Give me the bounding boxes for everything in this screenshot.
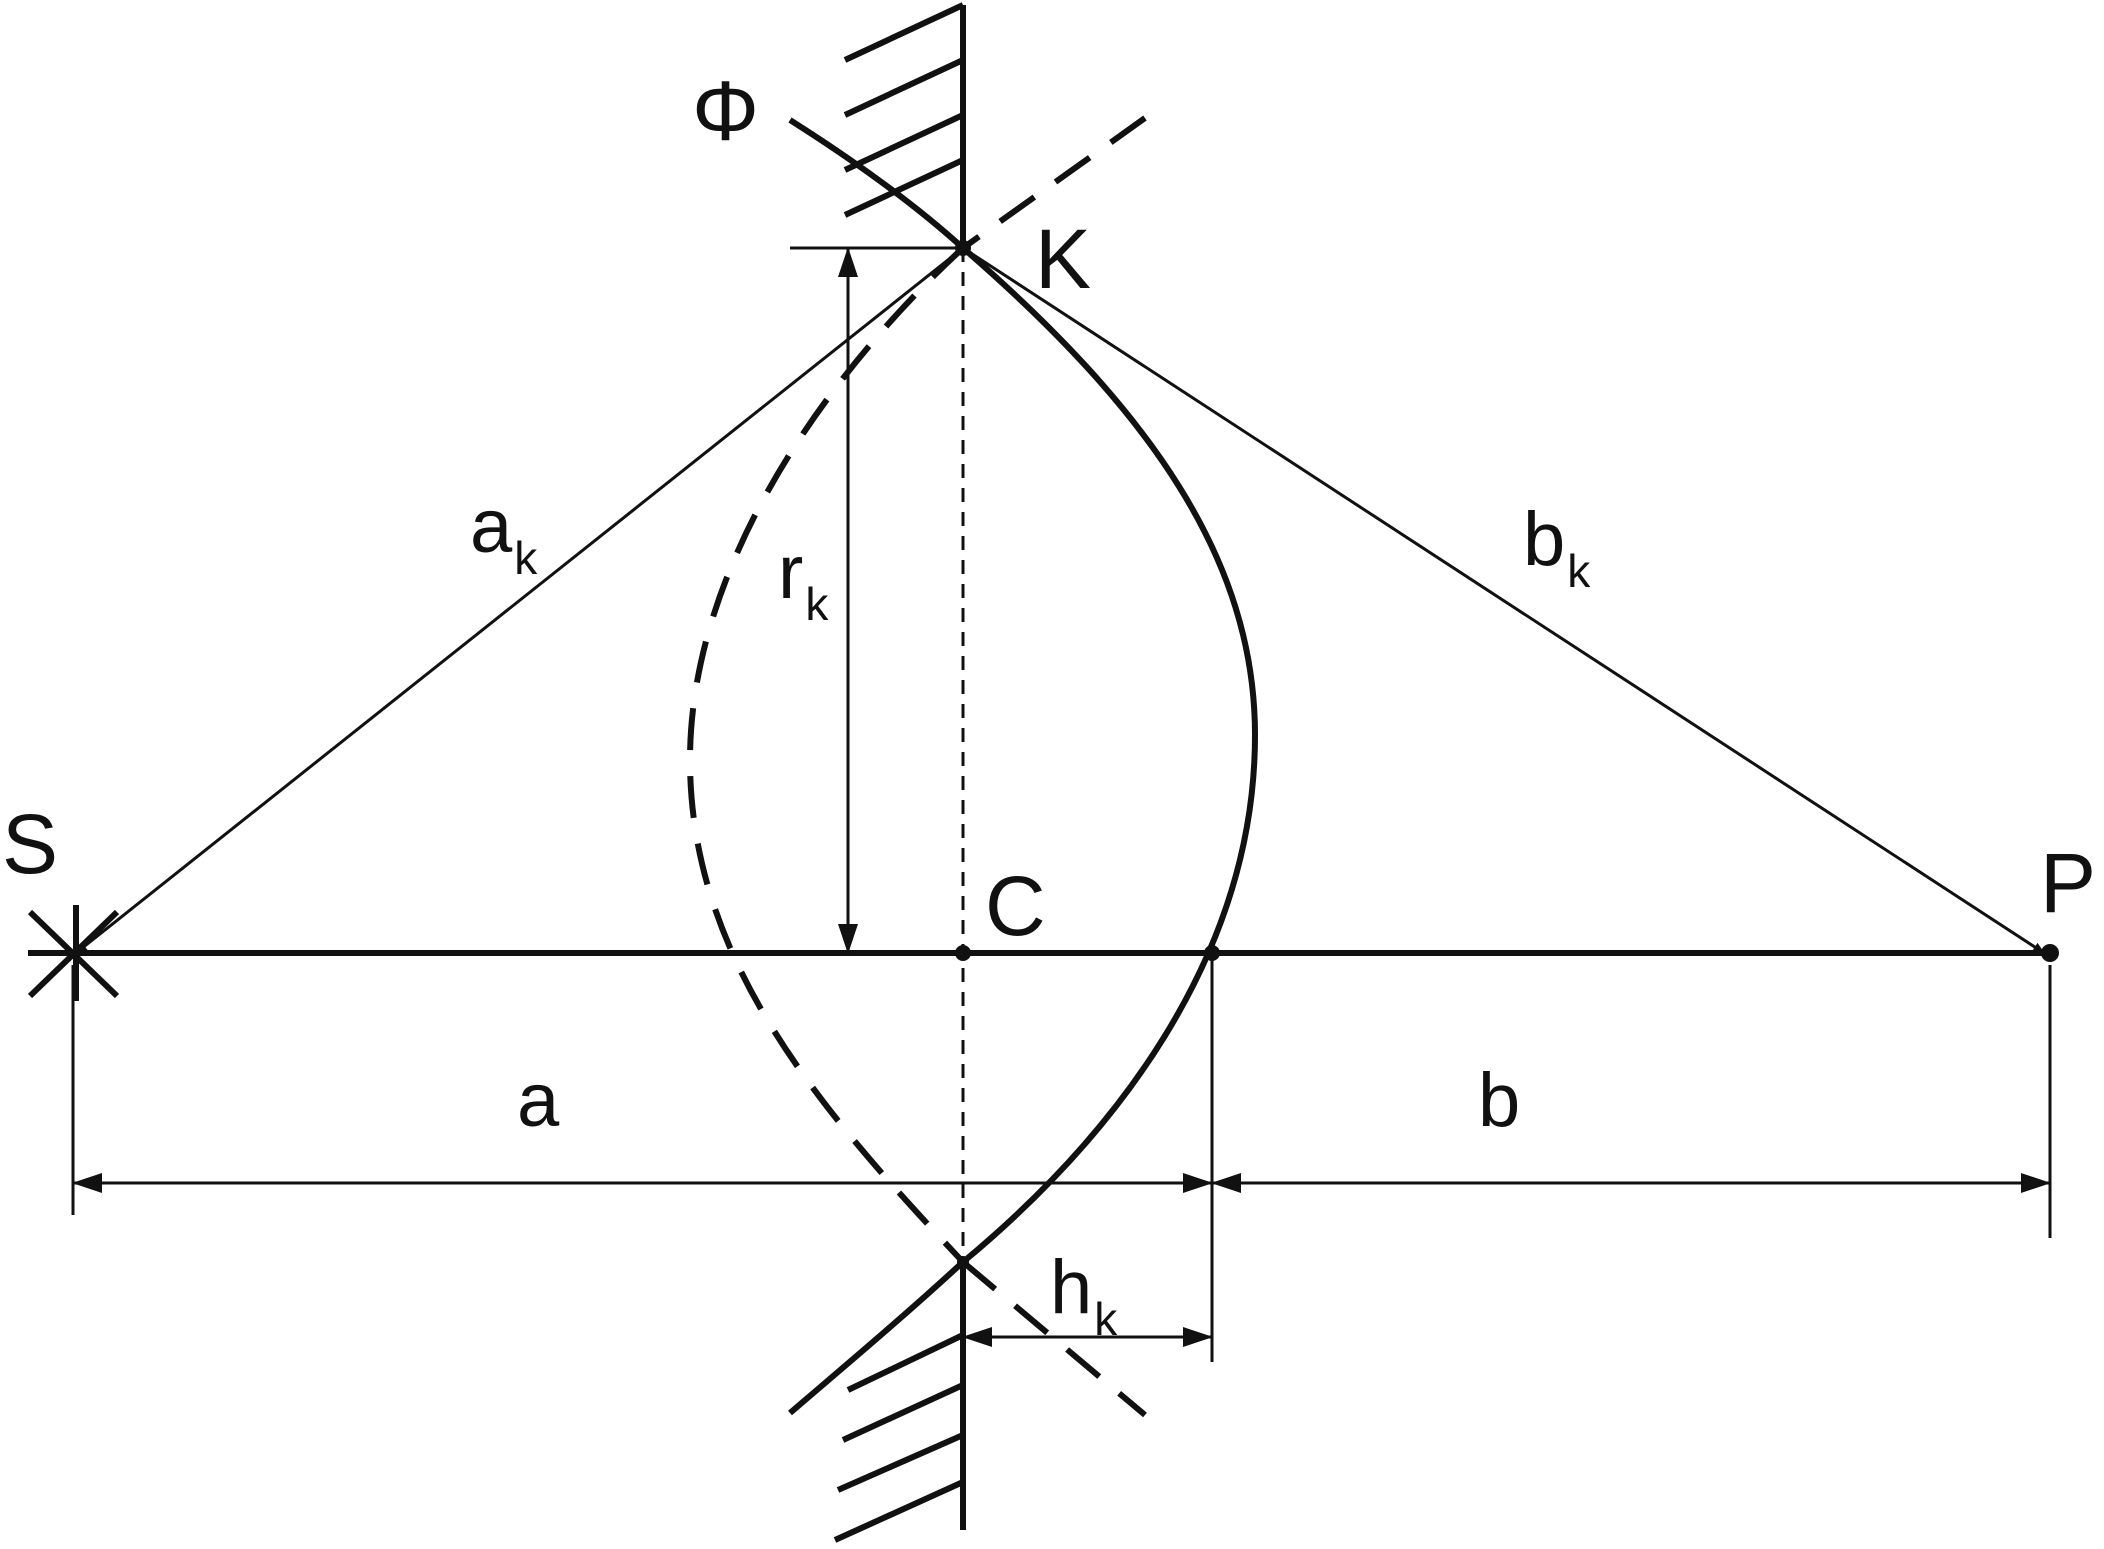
- ray-b-k: [962, 246, 2045, 955]
- label-h-k: hk: [1050, 1245, 1118, 1345]
- point-p: [2041, 944, 2059, 962]
- label-a: a: [517, 1058, 560, 1143]
- label-a-k: ak: [470, 484, 538, 584]
- source-star-icon: [27, 905, 124, 1001]
- label-c: C: [985, 859, 1046, 953]
- point-k: [955, 240, 971, 256]
- ray-a-k: [75, 246, 964, 955]
- point-c: [955, 945, 971, 961]
- wavefront-curve-phi: [788, 117, 1259, 1416]
- dashed-diagonal-line: [961, 115, 1147, 1418]
- dashed-wavefront-arc: [686, 245, 966, 1265]
- label-phi: Φ: [692, 64, 759, 158]
- label-b-k: bk: [1523, 497, 1591, 597]
- point-vertex: [1204, 945, 1220, 961]
- label-b: b: [1478, 1058, 1520, 1143]
- label-s: S: [2, 797, 58, 891]
- label-p: P: [2040, 836, 2096, 930]
- point-lower-edge: [957, 1256, 969, 1268]
- upper-screen: [843, 2, 966, 248]
- lower-screen: [833, 1262, 966, 1543]
- label-r-k: rk: [778, 530, 829, 630]
- label-k: K: [1035, 212, 1091, 306]
